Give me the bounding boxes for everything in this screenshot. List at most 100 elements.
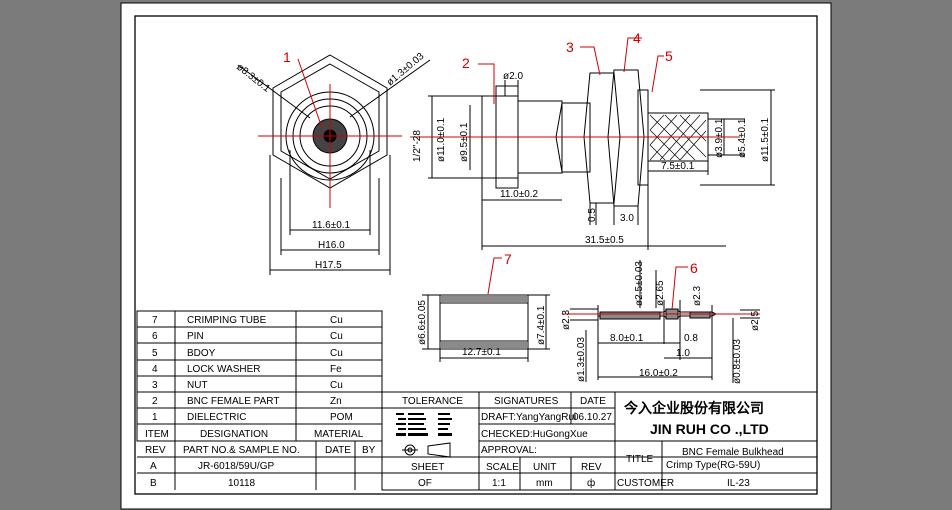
- bom-header-item: ITEM: [145, 429, 169, 440]
- bom-row: 3 NUT Cu: [152, 380, 343, 391]
- bom-row: 4 LOCK WASHER Fe: [152, 364, 342, 375]
- bom-designation: BDOY: [187, 348, 216, 359]
- rev-part: JR-6018/59U/GP: [198, 461, 274, 472]
- bom-item: 1: [152, 412, 158, 423]
- dim-pin-d2-3b: ø2.3: [692, 286, 703, 306]
- rev-row: A JR-6018/59U/GP: [150, 461, 274, 472]
- bom-header-material: MATERIAL: [314, 429, 364, 440]
- checked-text: CHECKED:HuGongXue: [481, 429, 588, 440]
- dim-pin-0-8: 0.8: [684, 333, 698, 344]
- bom-item: 2: [152, 396, 158, 407]
- dim-tube-d: ø6.6±0.05: [417, 300, 428, 345]
- callout-6-leader: [671, 266, 688, 311]
- callout-2: 2: [462, 55, 470, 71]
- callout-6: 6: [690, 260, 698, 276]
- dim-3-0: 3.0: [620, 213, 634, 224]
- bom-material: Cu: [330, 315, 343, 326]
- bom-designation: LOCK WASHER: [187, 364, 261, 375]
- bom-designation: DIELECTRIC: [187, 412, 246, 423]
- dim-pin-d1-3: ø1.3±0.03: [576, 337, 587, 382]
- rev-letter: B: [150, 478, 157, 489]
- bom-item: 7: [152, 315, 158, 326]
- callout-1: 1: [283, 49, 291, 65]
- projection-symbol-icon: [402, 442, 451, 458]
- tolerance-table-glyphs: [396, 413, 452, 436]
- rev-header-by: BY: [362, 445, 376, 456]
- dim-h17-5: H17.5: [315, 260, 342, 271]
- crimp-tube-wall-top: [441, 296, 527, 302]
- draft-date: 06.10.27: [573, 412, 612, 423]
- titleblock-grid: [381, 391, 818, 491]
- dim-0-5: 0.5: [587, 208, 598, 222]
- crimp-tube-wall-bottom: [441, 342, 527, 348]
- of-label: OF: [418, 478, 432, 489]
- dim-d11: ø11.0±0.1: [436, 117, 447, 162]
- bom-designation: NUT: [187, 380, 208, 391]
- bom-designation: BNC FEMALE PART: [187, 396, 279, 407]
- dim-pin-8: 8.0±0.1: [610, 333, 644, 344]
- dim-pin-d0-8: ø0.8±0.03: [732, 339, 743, 384]
- callout-5: 5: [665, 48, 673, 64]
- front-view-centerlines: [258, 84, 402, 208]
- callout-4: 4: [633, 30, 641, 46]
- dim-pin-d2-3: ø2.3: [561, 310, 572, 330]
- dim-d3-9: ø3.9±0.1: [714, 118, 725, 158]
- dim-pin-d2-65: ø2.65: [655, 280, 666, 306]
- date-label: DATE: [580, 396, 606, 407]
- bom-material: Zn: [330, 396, 342, 407]
- rev-header-rev: REV: [145, 445, 166, 456]
- drawing-border: [134, 15, 818, 495]
- bom-material: Cu: [330, 331, 343, 342]
- rev-header-date: DATE: [325, 445, 351, 456]
- company-name-en: JIN RUH CO .,LTD: [650, 421, 769, 437]
- dim-31-5: 31.5±0.5: [585, 235, 624, 246]
- drawing-number: IL-23: [727, 478, 750, 489]
- title-line-1: BNC Female Bulkhead: [682, 447, 784, 458]
- bom-grid: [136, 310, 383, 442]
- dim-pin-d2-5b: ø2.5: [750, 311, 761, 331]
- dim-pin-1-0: 1.0: [676, 348, 690, 359]
- title-line-2: Crimp Type(RG-59U): [666, 460, 760, 471]
- dim-pin-16: 16.0±0.2: [639, 368, 678, 379]
- bom-item: 5: [152, 348, 158, 359]
- bom-item: 6: [152, 331, 158, 342]
- rev-letter: A: [150, 461, 157, 472]
- customer-label: CUSTOMER: [617, 478, 674, 489]
- scale-label: SCALE: [486, 462, 519, 473]
- unit-value: mm: [536, 478, 553, 489]
- bom-designation: PIN: [187, 331, 204, 342]
- crimp-tube-view: [422, 294, 550, 362]
- rev-grid: [137, 440, 817, 490]
- rev-row: B 10118: [150, 478, 256, 489]
- dim-tube-d2: ø7.4±0.1: [536, 305, 547, 345]
- dim-d9-5: ø9.5±0.1: [459, 122, 470, 162]
- bom-item: 3: [152, 380, 158, 391]
- bom-row: 5 BDOY Cu: [152, 348, 343, 359]
- dim-h16: H16.0: [318, 240, 345, 251]
- rev-label: REV: [581, 462, 602, 473]
- bom-row: 1 DIELECTRIC POM: [152, 412, 353, 423]
- bom-material: Cu: [330, 348, 343, 359]
- draft-text: DRAFT:YangYangRui: [481, 412, 576, 423]
- bom-row: 2 BNC FEMALE PART Zn: [152, 396, 342, 407]
- side-callout-leaders: [478, 37, 664, 104]
- unit-label: UNIT: [533, 462, 556, 473]
- dim-tube-len: 12.7±0.1: [462, 347, 501, 358]
- dim-d11-5: ø11.5±0.1: [760, 117, 771, 162]
- signatures-label: SIGNATURES: [494, 396, 559, 407]
- bom-material: POM: [330, 412, 353, 423]
- title-label: TITLE: [626, 454, 654, 465]
- bom-row: 6 PIN Cu: [152, 331, 343, 342]
- callout-1-leader: [297, 58, 323, 129]
- dim-2-0: ø2.0: [503, 71, 523, 82]
- bom-designation: CRIMPING TUBE: [187, 315, 267, 326]
- callout-7-leader: [487, 257, 502, 295]
- tolerance-label: TOLERANCE: [402, 396, 463, 407]
- bom-material: Fe: [330, 364, 342, 375]
- dim-pin-d2-5: ø2.5±0.03: [634, 261, 645, 306]
- approval-text: APPROVAL:: [481, 445, 537, 456]
- scale-value: 1:1: [492, 478, 506, 489]
- company-name-cn: 今入企业股份有限公司: [623, 400, 764, 416]
- sheet-label: SHEET: [411, 462, 444, 473]
